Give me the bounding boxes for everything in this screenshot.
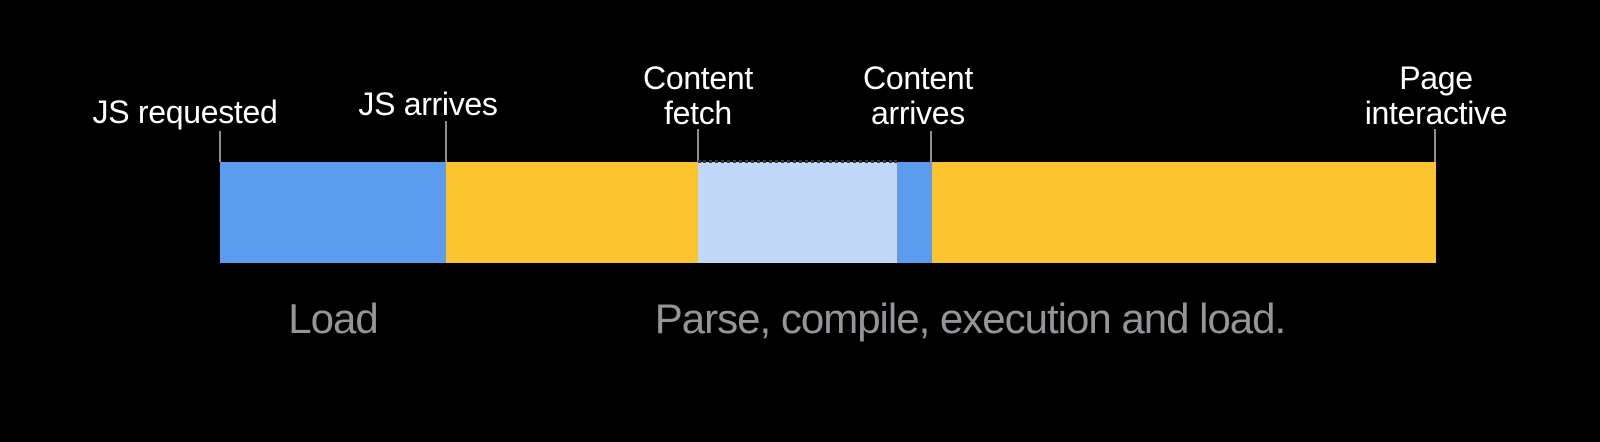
segment-js-request-network: [220, 162, 446, 263]
tick-page-interactive: [1434, 129, 1436, 162]
tick-content-arrives: [930, 131, 932, 162]
content-fetch-dotted-edge: [698, 160, 897, 163]
tick-content-fetch: [697, 129, 699, 162]
tick-js-requested: [219, 131, 221, 162]
segment-content-fetch: [698, 162, 897, 263]
phase-label-load: Load: [288, 295, 378, 342]
phase-label-parse-compile-execute: Parse, compile, execution and load.: [654, 295, 1286, 342]
segment-js-processing-second: [932, 162, 1436, 263]
marker-label-js-arrives: JS arrives: [358, 86, 498, 122]
tick-js-arrives: [445, 121, 447, 162]
segment-content-arrival: [897, 162, 932, 263]
timeline-bar: [220, 160, 1436, 263]
segment-js-processing-first: [446, 162, 698, 263]
marker-label-js-requested: JS requested: [92, 94, 278, 130]
